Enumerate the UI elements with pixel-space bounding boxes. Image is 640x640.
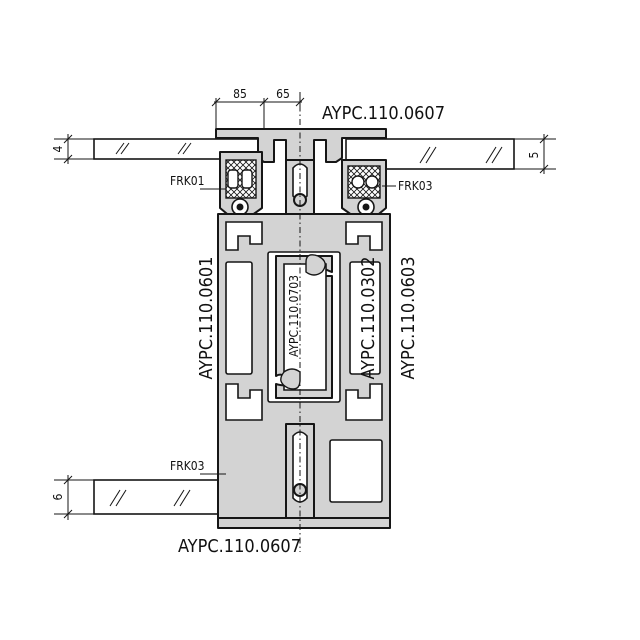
dim-85: 85 — [233, 87, 247, 101]
dim-65: 65 — [276, 87, 290, 101]
center-insert — [275, 254, 333, 399]
label-top-profile: AYPC.110.0607 — [322, 103, 445, 124]
dim-4: 4 — [51, 145, 65, 152]
label-gasket-top-right: FRK03 — [398, 179, 433, 193]
label-gasket-top-left: FRK01 — [170, 174, 205, 188]
gasket-top-right — [341, 159, 387, 219]
label-left-profile: AYPC.110.0601 — [196, 256, 217, 379]
dimension-top — [211, 97, 305, 128]
label-right-outer-profile: AYPC.110.0603 — [398, 256, 419, 379]
label-right-inner-profile: AYPC.110.0302 — [358, 256, 379, 379]
dimension-glass-left-top — [54, 134, 94, 164]
label-gasket-bottom-left: FRK03 — [170, 459, 205, 473]
dimension-glass-left-bottom — [54, 475, 94, 520]
dim-6: 6 — [51, 493, 65, 500]
dimension-glass-right-top — [514, 134, 556, 174]
dim-5: 5 — [527, 152, 541, 159]
label-bottom-profile: AYPC.110.0607 — [178, 536, 301, 557]
label-center-profile: AYPC.110.0703 — [287, 275, 301, 357]
gasket-top-left — [219, 151, 263, 219]
